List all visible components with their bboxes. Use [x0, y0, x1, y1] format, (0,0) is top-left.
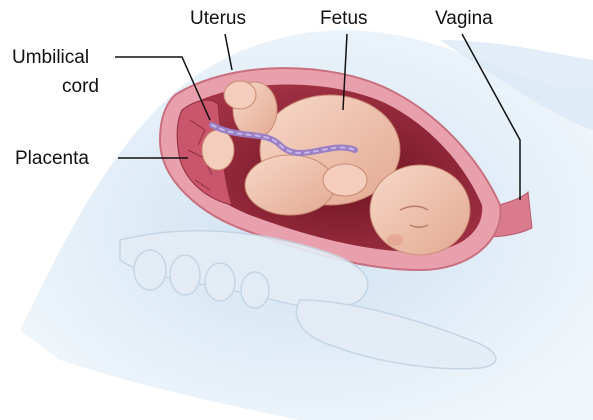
label-umbilical-cord-line1: Umbilical: [12, 47, 89, 68]
label-uterus: Uterus: [190, 8, 246, 29]
label-vagina: Vagina: [435, 8, 493, 29]
label-placenta: Placenta: [15, 148, 89, 169]
label-fetus: Fetus: [320, 8, 368, 29]
label-umbilical-cord-line2: cord: [62, 76, 99, 97]
